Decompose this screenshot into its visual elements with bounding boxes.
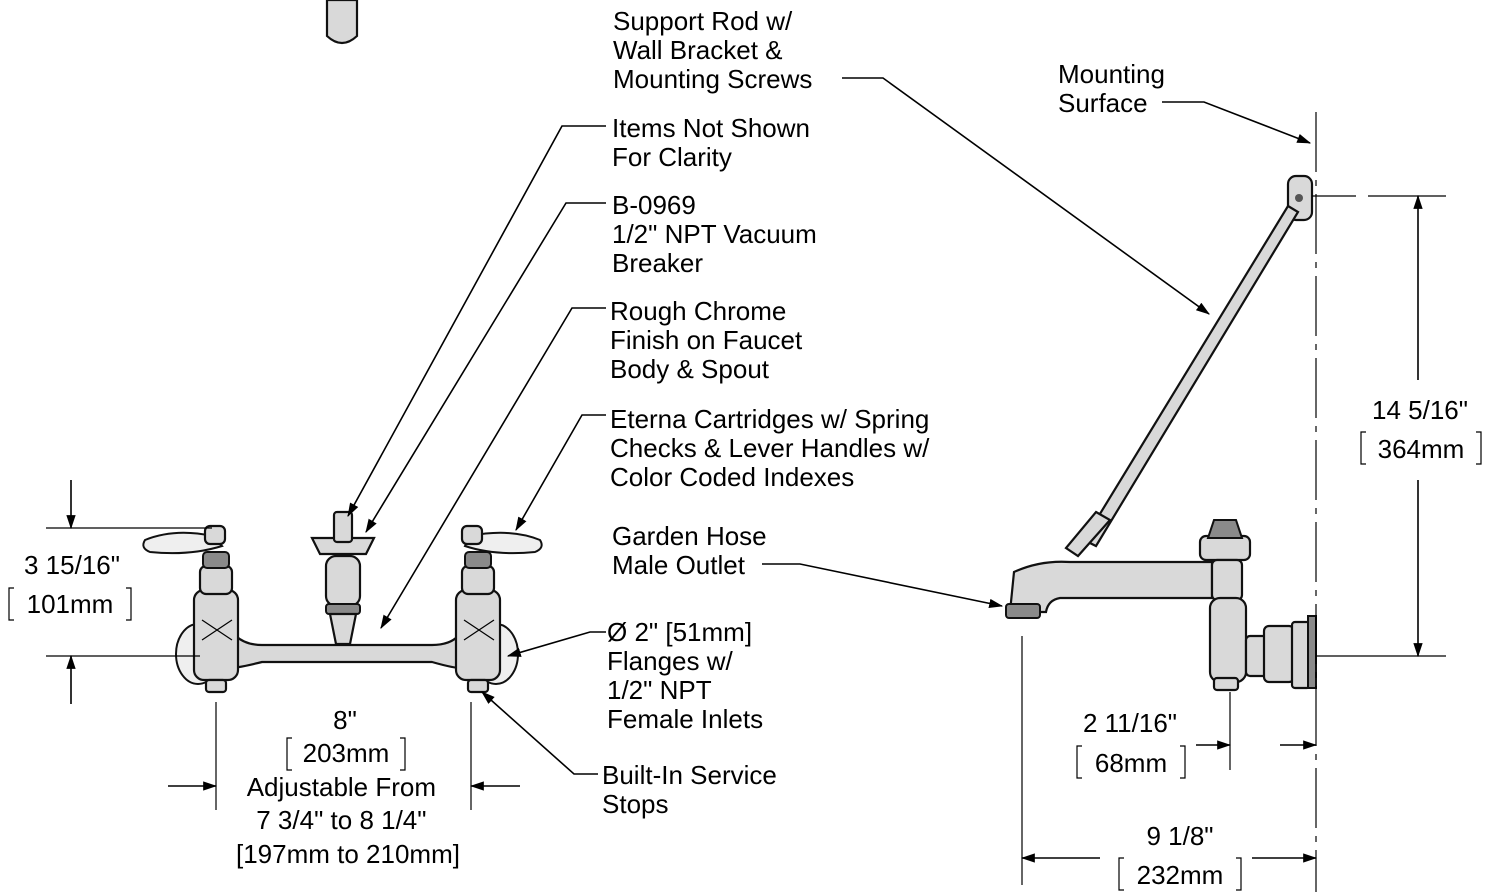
cartridges-label: Eterna Cartridges w/ Spring Checks & Lev…: [610, 404, 937, 492]
spout-reach-metric: 232mm: [1137, 860, 1224, 890]
centers-imperial: 8": [333, 705, 357, 735]
height-right-metric: 364mm: [1378, 434, 1465, 464]
hose-outlet-label: Garden Hose Male Outlet: [612, 521, 774, 580]
vacuum-breaker: [310, 536, 376, 556]
left-lever-handle: [142, 531, 224, 555]
callout-text: Support Rod w/ Wall Bracket & Mounting S…: [602, 6, 1172, 819]
flange-offset-imperial: 2 11/16": [1083, 708, 1177, 738]
flanges-label: Ø 2" [51mm] Flanges w/ 1/2" NPT Female I…: [607, 617, 763, 734]
right-lever-handle: [463, 531, 543, 555]
leader-lines: [347, 77, 1312, 775]
side-spout: [1008, 560, 1214, 614]
right-valve-body: [454, 588, 502, 682]
finish-label: Rough Chrome Finish on Faucet Body & Spo…: [610, 296, 809, 384]
hose-outlet: [1005, 603, 1041, 619]
centers-metric: 203mm: [303, 738, 390, 768]
support-rod-label: Support Rod w/ Wall Bracket & Mounting S…: [613, 6, 812, 94]
spout-reach-imperial: 9 1/8": [1146, 821, 1213, 851]
service-stops-label: Built-In Service Stops: [602, 760, 784, 819]
left-valve-body: [192, 588, 240, 682]
mounting-surface-label: Mounting Surface: [1058, 59, 1172, 118]
spout-top-fragment: [325, 0, 359, 45]
dimension-text: 3 15/16" 101mm 8" 203mm Adjustable From …: [24, 395, 1468, 890]
side-view-faucet: [1005, 174, 1356, 692]
vacuum-breaker-label: B-0969 1/2" NPT Vacuum Breaker: [612, 190, 824, 278]
front-view-faucet: [142, 0, 543, 694]
dimension-lines: [8, 112, 1482, 892]
support-rod: [1082, 204, 1300, 548]
height-right-imperial: 14 5/16": [1372, 395, 1468, 425]
height-left-metric: 101mm: [27, 589, 114, 619]
centers-note: Adjustable From 7 3/4" to 8 1/4" [197mm …: [236, 772, 460, 869]
height-left-imperial: 3 15/16": [24, 550, 120, 580]
flange-offset-metric: 68mm: [1095, 748, 1167, 778]
items-not-shown-label: Items Not Shown For Clarity: [612, 113, 817, 172]
